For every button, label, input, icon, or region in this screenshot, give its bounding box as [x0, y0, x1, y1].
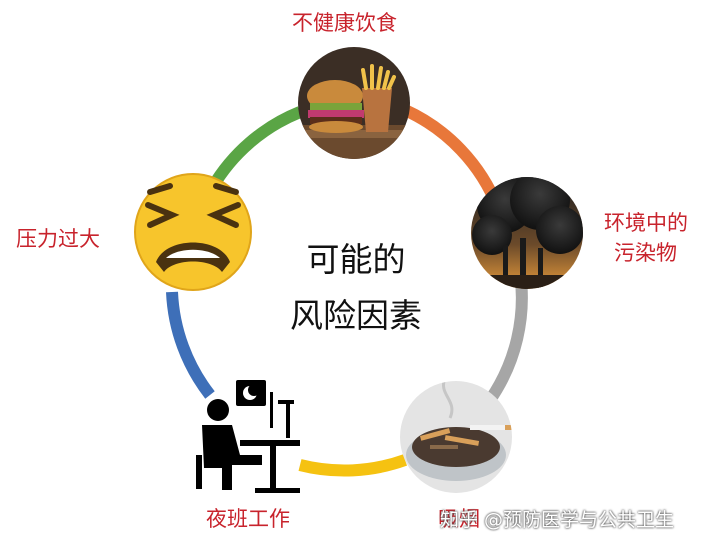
arc-bottom — [298, 454, 408, 477]
center-title-line2: 风险因素 — [290, 296, 422, 335]
label-environmental-pollutants-line1: 环境中的 — [604, 211, 688, 235]
factory-smoke-icon — [471, 177, 583, 289]
label-excessive-stress: 压力过大 — [16, 227, 100, 251]
burger-fries-icon — [298, 47, 410, 159]
label-unhealthy-diet: 不健康饮食 — [292, 11, 397, 35]
arc-top-left — [206, 106, 303, 192]
label-environmental-pollutants-line2: 污染物 — [614, 241, 677, 265]
center-title-line1: 可能的 — [306, 240, 406, 279]
arc-right — [485, 271, 528, 404]
night-desk-worker-icon — [196, 380, 300, 493]
watermark: 知乎 @预防医学与公共卫生 — [440, 509, 675, 531]
label-smoking: 吸烟 — [438, 507, 480, 531]
arc-left — [166, 291, 215, 399]
label-night-shift: 夜班工作 — [206, 507, 290, 531]
arc-top-right — [402, 104, 504, 211]
stressed-face-emoji-icon — [134, 173, 252, 291]
